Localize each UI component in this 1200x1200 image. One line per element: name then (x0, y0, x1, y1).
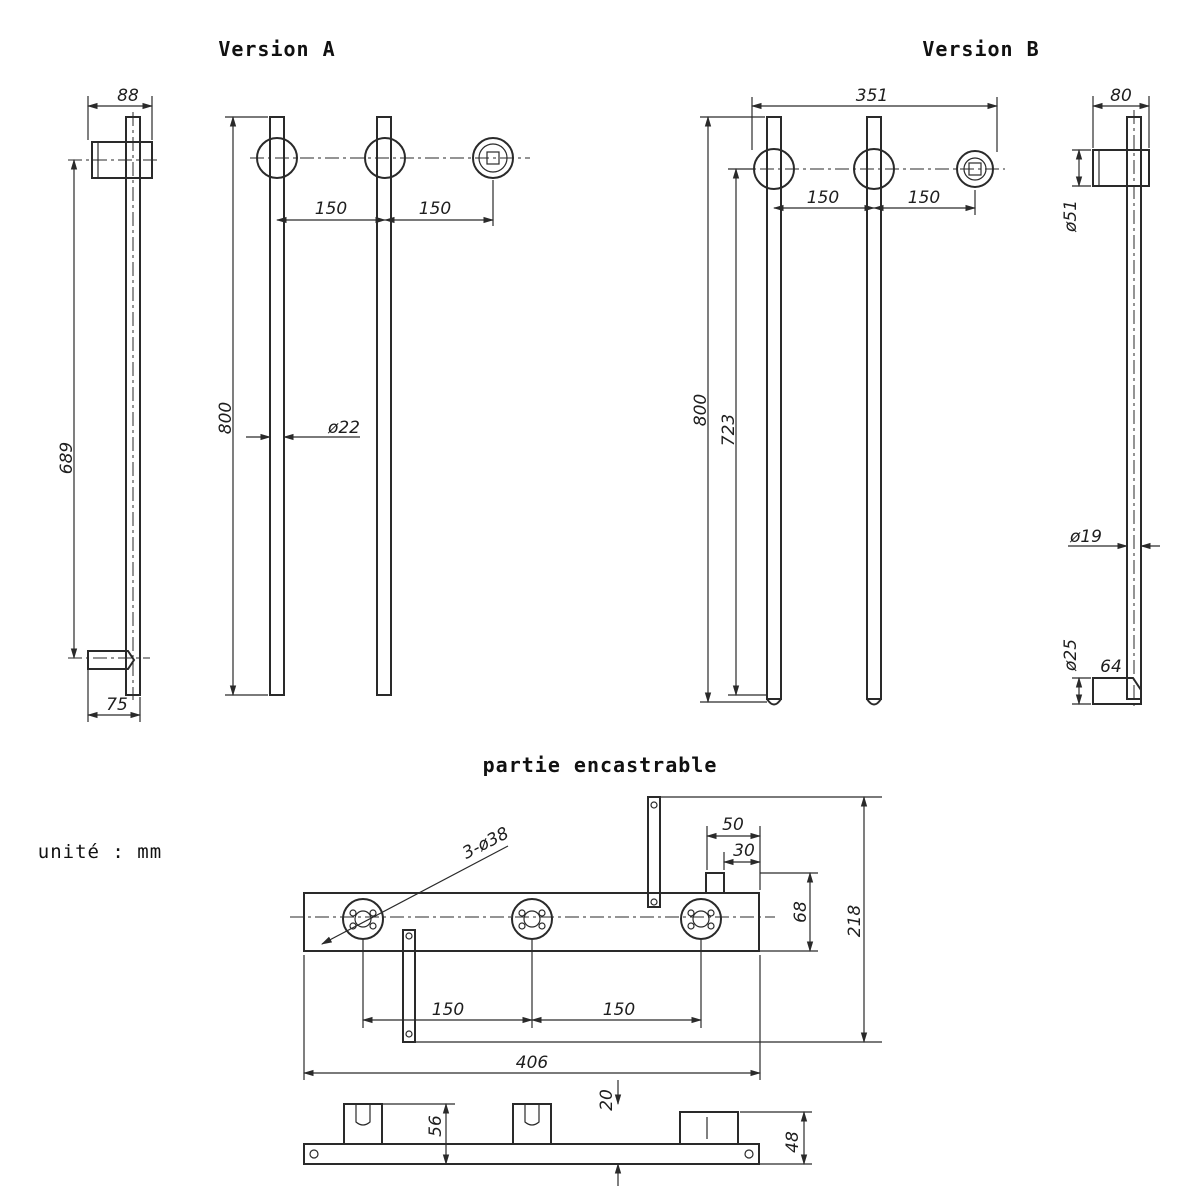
version-b-foot-left (766, 698, 782, 706)
embedded-hole-left (342, 898, 384, 940)
dim-a-bar-diameter: ø22 (327, 418, 360, 438)
dim-b-side-width: 80 (1110, 86, 1132, 106)
dim-embedded-spacing-2: 150 (603, 1000, 635, 1020)
dim-embedded-48: 48 (783, 1131, 803, 1153)
dim-embedded-50: 50 (722, 815, 744, 835)
embedded-bracket-top (647, 796, 661, 908)
embedded-base-plate (303, 1143, 760, 1165)
dim-b-height-inner: 723 (719, 414, 739, 446)
dim-b-height-total: 800 (691, 394, 711, 426)
dim-a-spacing-1: 150 (315, 199, 347, 219)
embedded-hole-right (680, 898, 722, 940)
dim-embedded-30: 30 (733, 841, 755, 861)
embedded-connector (705, 872, 725, 894)
dim-b-spacing-2: 150 (908, 188, 940, 208)
embedded-hole-middle (511, 898, 553, 940)
version-a-side-view: 88 689 75 (57, 86, 160, 722)
version-b-bar-right (866, 116, 882, 700)
dim-embedded-56: 56 (426, 1115, 446, 1137)
version-b-bar-left (766, 116, 782, 700)
dim-a-side-bottom: 75 (106, 695, 128, 715)
embedded-part-bottom-view: 20 56 48 (303, 1080, 812, 1186)
dim-a-front-height: 800 (216, 402, 236, 434)
dim-b-spacing-1: 150 (807, 188, 839, 208)
version-b-foot-right (866, 698, 882, 706)
dim-embedded-total-length: 406 (516, 1053, 549, 1073)
heading-version-a: Version A (218, 37, 335, 61)
dim-a-side-width: 88 (117, 86, 139, 106)
embedded-socket-left (343, 1103, 383, 1145)
embedded-mixer-block (679, 1111, 739, 1145)
dim-b-flange-diameter: ø51 (1061, 200, 1081, 233)
dim-a-side-height: 689 (57, 442, 77, 474)
heading-version-b: Version B (922, 37, 1039, 61)
version-a-bar-left (269, 116, 285, 696)
dim-embedded-spacing-1: 150 (432, 1000, 464, 1020)
dim-embedded-218: 218 (845, 905, 865, 938)
version-b-front-view: 351 150 150 800 723 (691, 86, 1005, 706)
heading-embedded-part: partie encastrable (483, 753, 718, 777)
dim-embedded-68: 68 (791, 901, 811, 923)
dim-b-foot-length: 64 (1100, 657, 1122, 677)
unit-label: unité : mm (38, 841, 162, 863)
dim-a-spacing-2: 150 (419, 199, 451, 219)
embedded-bracket-bottom (402, 929, 416, 1043)
version-a-front-view: 800 150 150 ø22 (216, 115, 530, 697)
dim-b-total-width: 351 (856, 86, 888, 106)
dim-b-foot-diameter: ø25 (1061, 639, 1081, 672)
embedded-socket-middle (512, 1103, 552, 1145)
version-a-foot (87, 650, 136, 670)
version-b-side-flange (1092, 149, 1150, 187)
version-b-side-foot (1092, 677, 1142, 705)
version-a-bar-right (376, 116, 392, 696)
version-b-side-view: 80 ø51 ø19 ø25 64 (1061, 86, 1160, 710)
dim-b-bar-diameter: ø19 (1069, 527, 1102, 547)
embedded-part-front-view: 3-ø38 50 30 68 218 150 150 406 (290, 795, 882, 1080)
dim-embedded-20: 20 (597, 1089, 617, 1111)
